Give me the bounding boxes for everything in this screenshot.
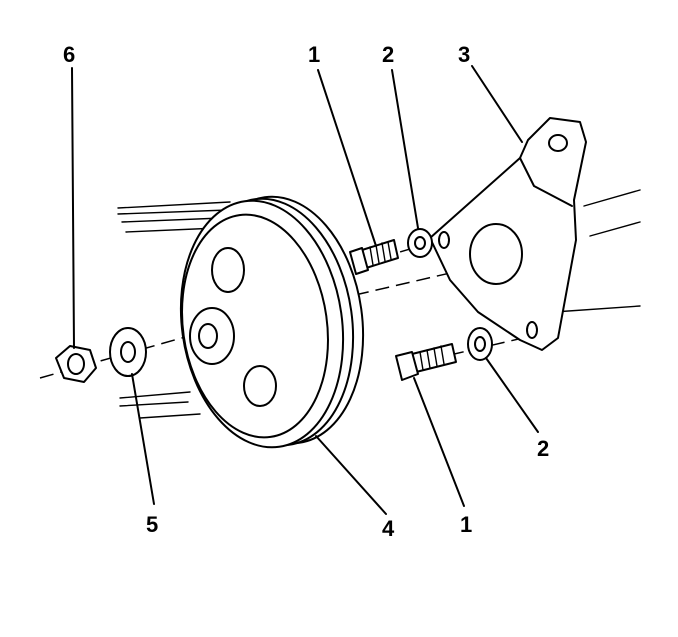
leader-2-top [391,69,419,229]
engine-housing-lines [117,189,641,419]
leader-lines [71,65,539,515]
leader-4 [315,435,387,515]
upper-bolt [349,239,399,275]
nut [55,345,97,383]
lower-washer [467,327,493,361]
mounting-bracket [429,117,587,351]
leader-3 [471,65,523,143]
callout-2-right: 2 [537,436,549,461]
leader-2-right [485,357,539,433]
bracket-large-hole [469,223,523,285]
callout-1-bottom: 1 [460,512,472,537]
bracket-top-hole [548,134,568,152]
pulley-hub-bore [198,323,218,349]
pulley-hole-upper [211,247,245,293]
callout-1-top: 1 [308,42,320,67]
pulley [179,195,365,449]
leader-1-top [317,69,377,247]
lower-bolt [395,343,457,381]
callout-6: 6 [63,42,75,67]
bracket-lower-hole [526,321,538,339]
bracket-upper-hole [438,231,450,249]
callout-2-top: 2 [382,42,394,67]
callout-3: 3 [458,42,470,67]
pulley-hole-lower [243,365,277,407]
pulley-washer [109,327,147,377]
callout-5: 5 [146,512,158,537]
leader-1-bottom [413,377,465,507]
leader-6 [71,67,75,349]
upper-washer [407,228,433,258]
leader-5 [131,373,155,505]
callout-4: 4 [382,516,395,541]
